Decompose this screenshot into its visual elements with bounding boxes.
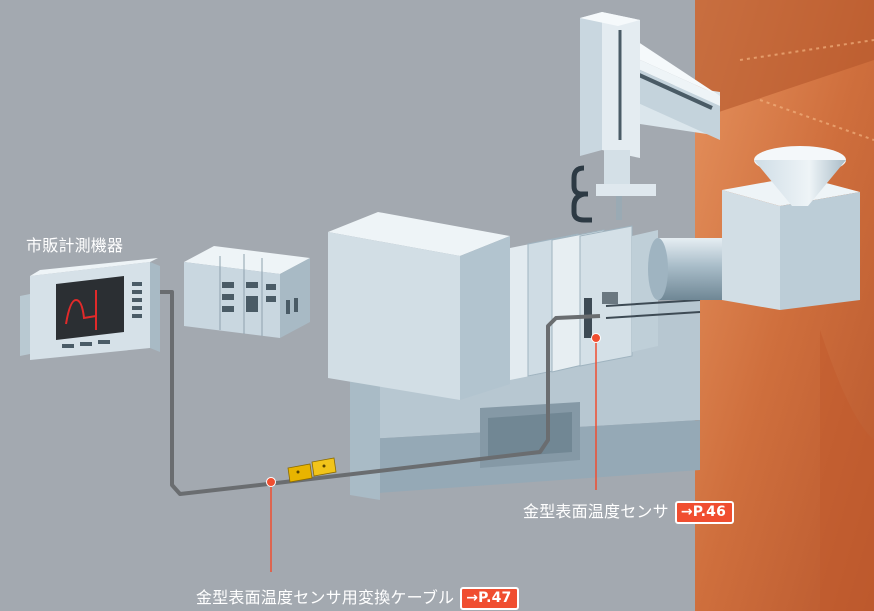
conversion-cable [160,290,601,496]
cable-label: 金型表面温度センサ用変換ケーブル →P.47 [196,584,520,610]
cable-page-ref[interactable]: →P.47 [460,587,520,610]
instrument-label: 市販計測機器 [26,236,124,255]
measuring-instrument [20,258,160,360]
cable-label-text: 金型表面温度センサ用変換ケーブル [196,588,455,607]
sensor-page-ref[interactable]: →P.46 [674,501,735,524]
cable-leader [266,477,276,572]
controller-module [184,246,310,338]
sensor-label: 金型表面温度センサ →P.46 [523,498,735,524]
connector-plug [287,457,337,483]
robot-arm [571,12,720,223]
sensor-label-text: 金型表面温度センサ [523,502,669,521]
mold-surface-sensor-leader [591,333,601,490]
